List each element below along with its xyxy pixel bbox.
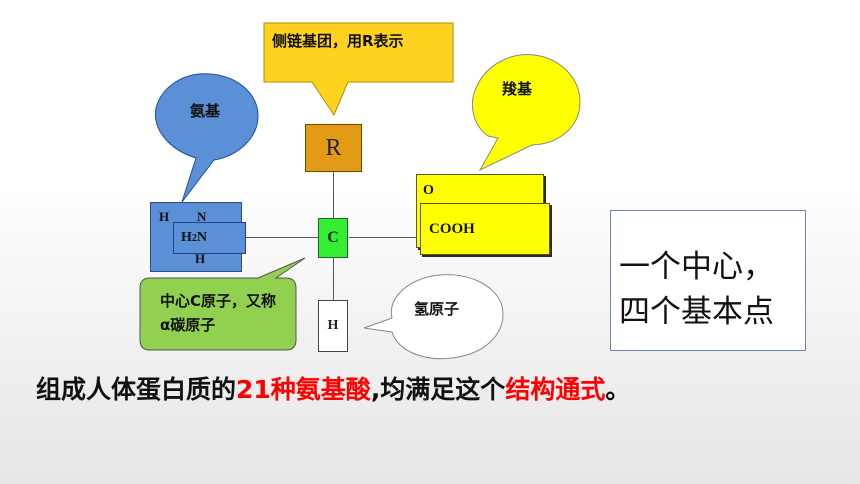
caption: 组成人体蛋白质的21种氨基酸,均满足这个结构通式。	[36, 370, 630, 406]
side-chain-callout-shape	[263, 22, 454, 117]
caption-part-3: 。	[605, 375, 631, 404]
caption-highlight-1: 21种氨基酸	[236, 375, 371, 404]
amino-back-h-left: H	[159, 209, 170, 224]
amino-callout-shape	[154, 73, 259, 203]
bond-c-cooh	[349, 237, 421, 238]
carboxyl-box-front: COOH	[420, 203, 550, 255]
hydrogen-label: 氢原子	[414, 300, 460, 318]
amino-front-n: N	[196, 230, 208, 245]
bond-r-c	[333, 172, 334, 218]
summary-line-1: 一个中心，	[619, 249, 774, 285]
central-carbon-label: 中心C原子，又称α碳原子	[160, 292, 277, 334]
hydrogen-callout-shape	[363, 274, 504, 360]
carboxyl-callout-shape	[472, 54, 581, 172]
carboxyl-back-o: O	[423, 183, 434, 198]
bond-n-c	[246, 237, 318, 238]
side-chain-label: 侧链基团，用R表示	[272, 32, 404, 50]
amino-front-h: H	[181, 230, 192, 245]
amino-back-n: N	[197, 209, 207, 224]
central-carbon-callout-shape	[139, 257, 306, 351]
caption-part-2: ,均满足这个	[370, 375, 506, 404]
summary-box: 一个中心， 四个基本点	[610, 210, 806, 351]
amino-back-h-bottom: H	[195, 251, 206, 266]
amino-front-subscript: 2	[191, 232, 197, 244]
caption-part-1: 组成人体蛋白质的	[36, 375, 237, 404]
amino-label: 氨基	[190, 102, 221, 120]
bond-c-h	[333, 258, 334, 300]
summary-line-2: 四个基本点	[619, 294, 774, 330]
carbon-box: C	[318, 218, 348, 258]
carboxyl-label: 羧基	[502, 80, 533, 98]
hydrogen-box: H	[318, 300, 348, 352]
caption-highlight-2: 结构通式	[505, 375, 606, 404]
r-group-box: R	[305, 124, 362, 172]
